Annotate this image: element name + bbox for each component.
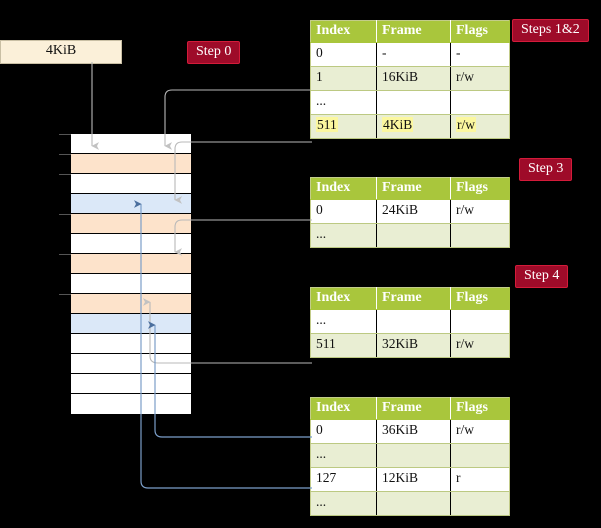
column-header-flags: Flags [450,20,510,43]
column-header-index: Index [310,397,377,420]
cell-index: 0 [310,42,377,67]
frame-tick-mark [59,154,71,155]
cell-flags [450,223,510,248]
cell-frame: 12KiB [376,467,451,492]
memory-frame-row [71,234,191,254]
cell-index: ... [310,90,377,115]
table-row: ... [310,223,510,248]
step-label-step-0: Step 0 [187,41,241,64]
column-header-flags: Flags [450,177,510,200]
column-header-frame: Frame [376,287,451,310]
source-address-box: 4KiB [0,40,122,64]
cell-flags: r/w [450,333,510,358]
memory-frame-row [71,394,191,414]
memory-frame-row [71,374,191,394]
table-row: ... [310,90,510,115]
memory-frame-row [71,334,191,354]
frame-tick-mark [59,254,71,255]
wire-step2 [174,141,312,204]
cell-index: ... [310,223,377,248]
frame-tick-mark [59,214,71,215]
wire-step3 [174,219,312,256]
cell-index: 511 [310,114,377,139]
cell-flags: - [450,42,510,67]
memory-frame-row [71,294,191,314]
cell-index: 0 [310,419,377,444]
memory-frame-row [71,354,191,374]
column-header-frame: Frame [376,397,451,420]
cell-flags: r [450,467,510,492]
memory-frame-row [71,274,191,294]
frame-tick-mark [59,174,71,175]
cell-frame [376,491,451,516]
cell-index: 1 [310,66,377,91]
cell-frame [376,223,451,248]
column-header-flags: Flags [450,397,510,420]
memory-frame-row [71,214,191,234]
cell-frame [376,90,451,115]
column-header-frame: Frame [376,177,451,200]
column-header-index: Index [310,20,377,43]
step-label-steps-1-2: Steps 1&2 [512,19,589,42]
cell-frame: 24KiB [376,199,451,224]
column-header-index: Index [310,177,377,200]
step-label-step-4: Step 4 [515,265,569,288]
table-row: ... [310,443,510,468]
cell-frame: 32KiB [376,333,451,358]
cell-frame [376,309,451,334]
cell-flags [450,443,510,468]
cell-flags: r/w [450,114,510,139]
table-row: 0-- [310,42,510,67]
cell-frame: - [376,42,451,67]
cell-flags [450,491,510,516]
cell-index: ... [310,309,377,334]
memory-frame-row [71,194,191,214]
frame-tick-mark [59,134,71,135]
cell-frame: 16KiB [376,66,451,91]
step-label-step-3: Step 3 [519,158,573,181]
cell-index: 127 [310,467,377,492]
table-row: ... [310,309,510,334]
cell-index: ... [310,443,377,468]
physical-memory-column [59,133,191,415]
cell-flags: r/w [450,199,510,224]
memory-frame-row [71,134,191,154]
table-row: ... [310,491,510,516]
cell-index: 0 [310,199,377,224]
memory-frame-row [71,314,191,334]
cell-flags: r/w [450,419,510,444]
cell-frame: 36KiB [376,419,451,444]
frame-tick-mark [59,294,71,295]
column-header-index: Index [310,287,377,310]
column-header-flags: Flags [450,287,510,310]
memory-frame-row [71,154,191,174]
cell-frame: 4KiB [376,114,451,139]
memory-frame-row [71,174,191,194]
column-header-frame: Frame [376,20,451,43]
cell-flags [450,90,510,115]
cell-flags [450,309,510,334]
memory-frame-row [71,254,191,274]
cell-index: 511 [310,333,377,358]
cell-index: ... [310,491,377,516]
cell-frame [376,443,451,468]
cell-flags: r/w [450,66,510,91]
